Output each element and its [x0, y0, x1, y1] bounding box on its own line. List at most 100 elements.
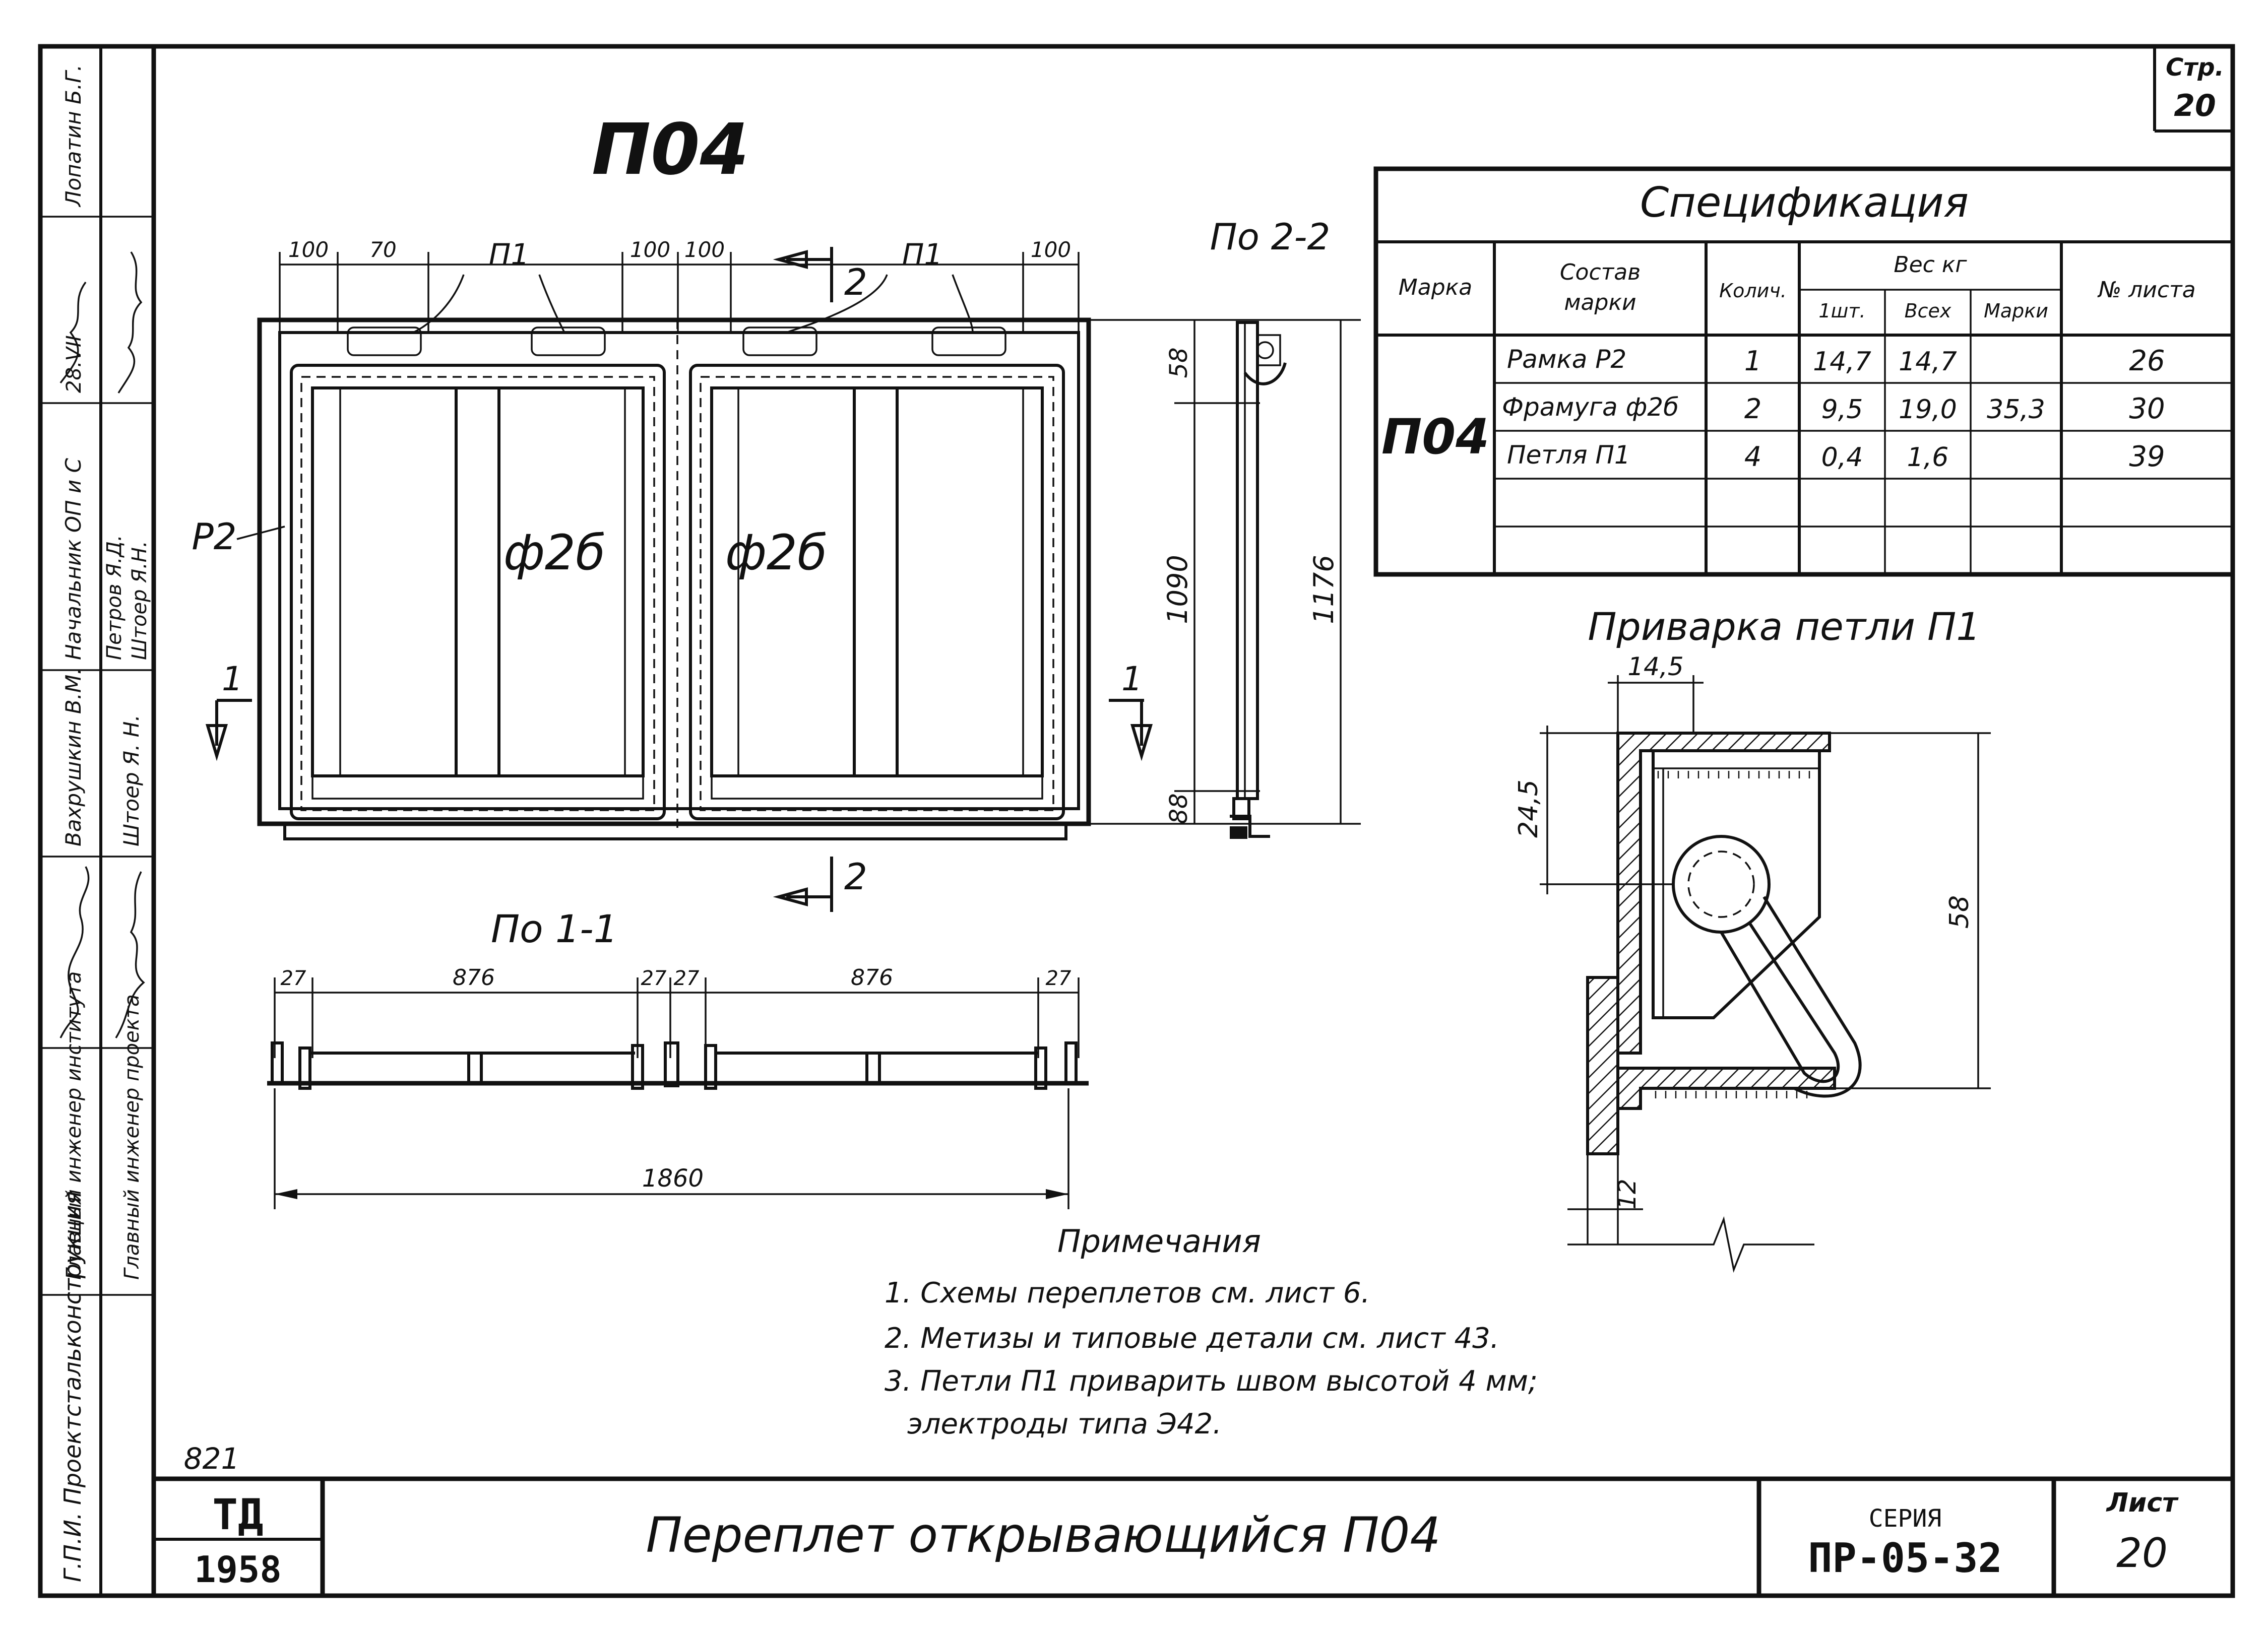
detail-dim-width: 14,5	[1627, 652, 1683, 681]
spec-row-1-item: Рамка Р2	[1507, 345, 1626, 374]
hinge-p1-1	[347, 326, 422, 356]
page-number: 20	[2174, 88, 2216, 123]
page-label: Стр.	[2166, 53, 2224, 82]
hinge-p1-2	[531, 326, 606, 356]
section-1-1: По 1-1 27 876 27 27 876 27	[267, 906, 1089, 1209]
spec-table: Спецификация Марка Состав марки Колич. В…	[1373, 166, 2235, 577]
spec-row-2-unit: 9,5	[1821, 395, 1863, 425]
spec-header-qty: Колич.	[1719, 280, 1787, 302]
sheet-frame	[38, 44, 2235, 1598]
frame-label: Р2	[192, 515, 236, 558]
spec-header-composition: Состав	[1560, 259, 1641, 285]
dim-1-1-e: 876	[851, 965, 893, 991]
spec-row-1-unit: 14,7	[1813, 347, 1871, 377]
signature-1	[59, 866, 90, 1038]
notes: Примечания 1. Схемы переплетов см. лист …	[885, 1223, 1538, 1440]
logo: ТД	[212, 1490, 263, 1539]
year: 1958	[194, 1548, 281, 1591]
spec-row-2-total: 19,0	[1899, 395, 1957, 425]
dim-overall: 1860	[642, 1164, 704, 1193]
spec-row-2-item: Фрамуга ф2б	[1502, 392, 1679, 422]
side-stamp: Г.П.И. Проектстальконструкция Главный ин…	[40, 46, 154, 1596]
section-2-bottom: 2	[844, 856, 867, 898]
dim-left-total: 1090	[1162, 555, 1193, 624]
dim-top-4: 100	[684, 237, 725, 262]
spec-title: Спецификация	[1640, 179, 1969, 227]
spec-header-composition-2: марки	[1564, 290, 1636, 315]
stamp-role-performed: Штоер Я.Н.	[128, 541, 151, 660]
spec-row-2-qty: 2	[1744, 393, 1761, 425]
spec-row-1-sheet: 26	[2129, 345, 2165, 377]
section-2-top: 2	[844, 261, 867, 303]
dim-1-1-a: 27	[281, 967, 306, 990]
spec-header-weight: Вес кг	[1894, 252, 1967, 278]
sash-label-left: ф2б	[503, 525, 605, 581]
dim-total: 1176	[1308, 555, 1340, 624]
signature-3	[117, 251, 143, 394]
sheet-number: 20	[2116, 1530, 2168, 1577]
dim-bottom-small: 88	[1165, 793, 1193, 824]
detail-dim-height: 58	[1944, 895, 1975, 929]
front-view: ф2б ф2б Р2 П1 П1 100 70 100 100 100 1 1 …	[192, 237, 1361, 912]
signature-4	[59, 281, 87, 384]
stamp-name-head: Лопатин Б.Г.	[61, 64, 86, 208]
spec-header-mark: Марка	[1399, 275, 1472, 300]
stamp-role-head: Начальник ОП и С	[61, 457, 86, 660]
spec-row-2-sheet: 30	[2129, 392, 2165, 425]
stamp-name-1: Вахрушкин В.М.	[61, 668, 86, 846]
detail-dim-offset: 24,5	[1514, 779, 1544, 838]
series-number: ПР-05-32	[1808, 1535, 2002, 1582]
note-3: 3. Петли П1 приварить швом высотой 4 мм;	[885, 1365, 1538, 1398]
section-2-2: По 2-2	[1210, 216, 1331, 839]
series-label: СЕРИЯ	[1869, 1504, 1942, 1533]
drawing-mark: П04	[592, 109, 749, 191]
spec-row-1-qty: 1	[1744, 345, 1761, 377]
hinge-p1-3	[742, 326, 817, 356]
notes-title: Примечания	[1057, 1223, 1261, 1260]
dim-top-1: 100	[288, 237, 329, 262]
note-4: электроды типа Э42.	[907, 1408, 1222, 1440]
drawing-title: Переплет открывающийся П04	[646, 1507, 1440, 1563]
spec-row-3-total: 1,6	[1907, 442, 1949, 473]
section-2-2-title: По 2-2	[1210, 216, 1331, 258]
dim-1-1-c: 27	[641, 967, 667, 990]
spec-row-3-unit: 0,4	[1821, 442, 1863, 473]
stamp-role-checked: Петров Я.Д.	[103, 535, 126, 660]
section-1-1-title: По 1-1	[491, 906, 618, 951]
hinge-label-2: П1	[902, 237, 943, 272]
dim-top-5: 100	[1031, 237, 1071, 262]
spec-header-sheet: № листа	[2097, 277, 2195, 303]
spec-mark: П04	[1381, 409, 1489, 465]
dim-top-small: 58	[1165, 347, 1193, 378]
hinge-p1-4	[931, 326, 1006, 356]
spec-row-1-total: 14,7	[1899, 347, 1957, 377]
dim-1-1-d: 27	[674, 967, 700, 990]
section-1-right: 1	[1121, 660, 1143, 698]
stamp-role-chief-engineer: Главный инженер института	[62, 971, 86, 1280]
section-1-left: 1	[222, 660, 243, 698]
spec-header-total: Всех	[1905, 300, 1951, 322]
spec-row-3-item: Петля П1	[1507, 440, 1630, 470]
sash-label-right: ф2б	[725, 525, 827, 581]
stamp-role-project-engineer: Главный инженер проекта	[120, 994, 144, 1280]
dim-top-2: 70	[369, 237, 396, 262]
sheet-label: Лист	[2106, 1488, 2179, 1518]
dim-1-1-f: 27	[1046, 967, 1072, 990]
detail-dim-bottom: 12	[1613, 1178, 1642, 1209]
stamp-organization: Г.П.И. Проектстальконструкция	[59, 1191, 86, 1582]
signature-2	[115, 871, 145, 1038]
title-block: 821 ТД 1958 Переплет открывающийся П04 С…	[154, 1442, 2233, 1596]
spec-row-3-sheet: 39	[2129, 440, 2165, 473]
detail-title: Приварка петли П1	[1588, 604, 1980, 649]
stamp-name-2: Штоер Я. Н.	[119, 714, 144, 846]
dim-top-3: 100	[630, 237, 670, 262]
page-number-box: Стр. 20	[2166, 53, 2224, 123]
note-2: 2. Метизы и типовые детали см. лист 43.	[885, 1322, 1499, 1355]
dim-1-1-b: 876	[453, 965, 495, 991]
hinge-detail: Приварка петли П1 14,5 24,5 58 12	[1514, 604, 1991, 1273]
hinge-label-1: П1	[489, 237, 530, 272]
spec-mark-weight: 35,3	[1987, 395, 2045, 425]
archive-number: 821	[184, 1442, 240, 1476]
note-1: 1. Схемы переплетов см. лист 6.	[885, 1277, 1370, 1309]
